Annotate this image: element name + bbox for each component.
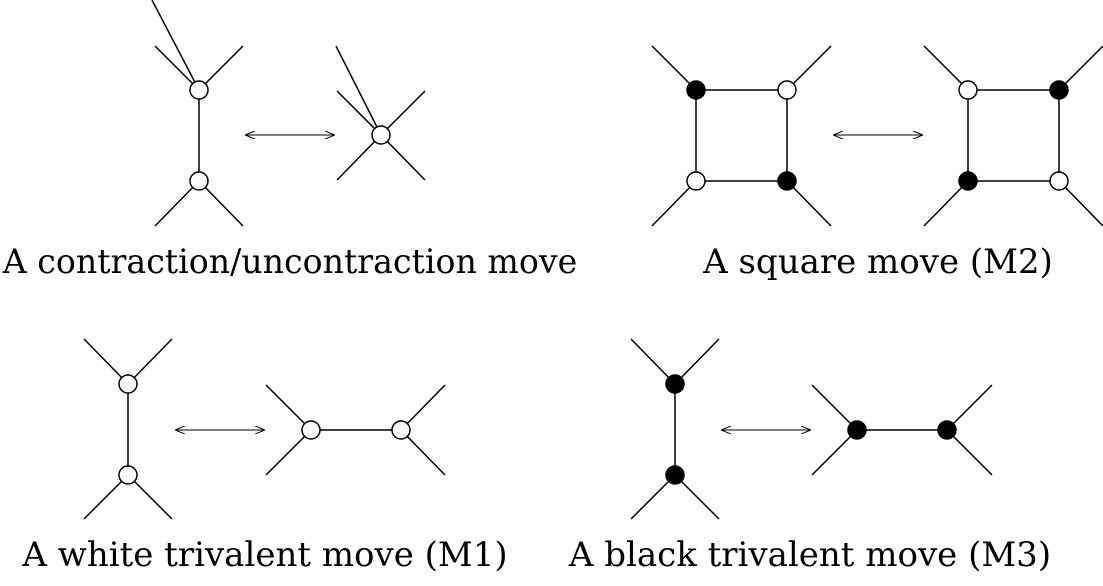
edge (923, 180, 969, 227)
edge (83, 474, 129, 520)
caption-black-trivalent: A black trivalent move (M3) (568, 535, 1051, 575)
white-vertex (301, 420, 321, 440)
white-vertex (118, 465, 138, 485)
edge (651, 45, 697, 91)
panel-square: A square move (M2) (651, 45, 1103, 282)
black-trivalent-right-graph (811, 384, 993, 476)
black-vertex (958, 171, 978, 191)
white-trivalent-left-graph (83, 338, 173, 520)
contraction-right-graph (335, 45, 426, 181)
edge (380, 90, 426, 136)
black-vertex (777, 171, 797, 191)
edge (786, 45, 832, 91)
edge (127, 474, 173, 520)
white-vertex (189, 80, 209, 100)
edge (1058, 180, 1103, 227)
white-vertex (118, 374, 138, 394)
edge (83, 338, 129, 385)
white-vertex (391, 420, 411, 440)
panel-contraction: A contraction/uncontraction move (2, 0, 577, 281)
black-vertex (686, 80, 706, 100)
edge (1058, 45, 1103, 91)
black-vertex (665, 374, 685, 394)
edge (151, 0, 200, 91)
edge (923, 45, 969, 91)
caption-white-trivalent: A white trivalent move (M1) (21, 535, 507, 575)
square-face (967, 89, 1060, 182)
edge (265, 384, 312, 431)
black-vertex (937, 420, 957, 440)
edge (336, 90, 382, 136)
white-vertex (958, 80, 978, 100)
caption-contraction: A contraction/uncontraction move (2, 242, 577, 281)
contraction-left-graph (151, 0, 244, 227)
edge (380, 134, 426, 181)
white-trivalent-right-graph (265, 384, 446, 476)
edge (811, 384, 858, 431)
caption-square: A square move (M2) (702, 242, 1053, 282)
black-vertex (847, 420, 867, 440)
edge (811, 429, 858, 476)
black-vertex (1049, 80, 1069, 100)
edge (946, 429, 993, 476)
white-vertex (371, 125, 391, 145)
edge (198, 45, 244, 91)
edge (674, 338, 720, 385)
edge (265, 429, 312, 476)
edge (400, 429, 446, 476)
edge (335, 45, 382, 136)
square-right-graph (923, 45, 1103, 227)
panel-black-trivalent: A black trivalent move (M3) (568, 338, 1051, 575)
edge (786, 180, 832, 227)
edge (336, 134, 382, 181)
white-vertex (686, 171, 706, 191)
white-vertex (1049, 171, 1069, 191)
edge (674, 474, 720, 520)
square-left-graph (651, 45, 832, 227)
square-face (695, 89, 788, 182)
black-vertex (665, 465, 685, 485)
edge (630, 474, 676, 520)
edge (154, 45, 200, 91)
black-trivalent-left-graph (630, 338, 720, 520)
panel-white-trivalent: A white trivalent move (M1) (21, 338, 508, 575)
white-vertex (189, 171, 209, 191)
edge (400, 384, 446, 431)
edge (946, 384, 993, 431)
edge (198, 180, 244, 227)
white-vertex (777, 80, 797, 100)
edge (630, 338, 676, 385)
edge (127, 338, 173, 385)
edge (651, 180, 697, 227)
edge (154, 180, 200, 227)
